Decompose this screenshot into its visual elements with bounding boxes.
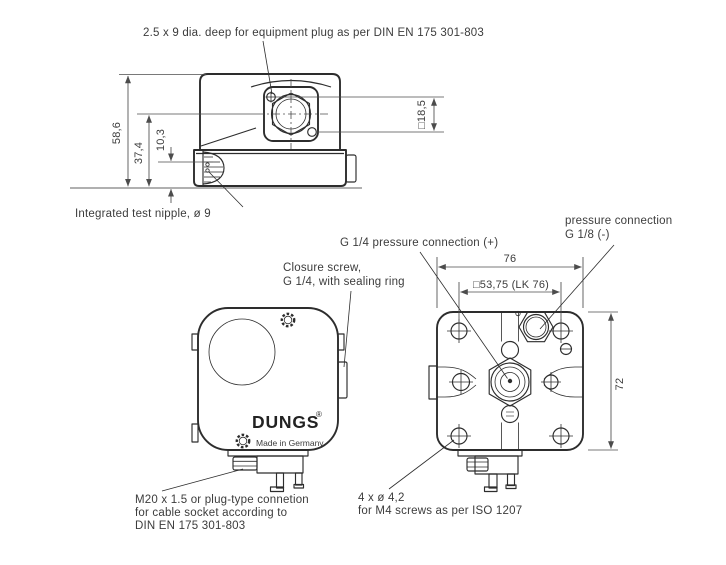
side-view-cover-outline	[199, 73, 341, 151]
side-plug-right	[541, 372, 561, 392]
leader-test-nipple	[208, 171, 244, 208]
side-view	[70, 73, 362, 189]
note-m4-screws-line1: 4 x ø 4,2	[358, 492, 405, 504]
side-view-right-boss	[345, 154, 357, 183]
made-in-germany-text: Made in Germany	[256, 438, 324, 448]
dim-label-10-3: 10,3	[155, 129, 167, 151]
screw-icon-bottom-left	[235, 433, 251, 449]
brand-logo-text: DUNGS	[252, 412, 319, 432]
front-view: DUNGS ® Made in Germany	[191, 307, 348, 493]
dim-label-76: 76	[504, 253, 517, 265]
note-pressure-connection-line1: pressure connection	[565, 215, 672, 227]
note-test-nipple: Integrated test nipple, ø 9	[75, 208, 211, 220]
adjustment-cover-circle	[208, 318, 276, 386]
back-cable-gland	[457, 449, 523, 493]
leader-cable-connection	[161, 468, 244, 492]
milled-recess-pattern	[437, 312, 583, 450]
note-cable-connection-line3: DIN EN 175 301-803	[135, 520, 245, 532]
front-cable-gland	[227, 449, 309, 493]
slotted-screw	[559, 342, 573, 356]
side-plug-left	[449, 370, 473, 394]
leader-equipment-plug	[262, 40, 273, 95]
side-view-body-outline	[193, 149, 347, 187]
leader-closure-screw	[343, 290, 352, 368]
leader-g18-connection	[539, 244, 615, 330]
back-view-dimensions: 76 □53,75 (LK 76) 72	[436, 253, 626, 451]
center-hole-top	[500, 340, 520, 360]
front-left-tab-top	[191, 333, 199, 351]
dim-label-53-75: □53,75 (LK 76)	[473, 279, 549, 291]
note-m4-screws-line2: for M4 screws as per ISO 1207	[358, 505, 522, 517]
closure-screw-side	[337, 361, 348, 399]
test-nipple	[202, 151, 225, 185]
side-view-dimensions: 58,6 37,4 10,3 □18,5	[111, 74, 444, 203]
front-left-tab-bottom	[191, 423, 199, 443]
note-pressure-connection-line2: G 1/8 (-)	[565, 229, 610, 241]
front-right-tab	[337, 333, 345, 351]
dim-label-58-6: 58,6	[111, 122, 123, 144]
leader-g14-connection	[419, 251, 508, 379]
plug-screw-bottom	[307, 127, 317, 137]
dim-label-37-4: 37,4	[133, 142, 145, 164]
note-cable-connection-line1: M20 x 1.5 or plug-type connetion	[135, 494, 309, 506]
leader-m4-screws	[388, 439, 455, 490]
g18-connection	[515, 310, 554, 343]
dim-label-18-5: □18,5	[416, 100, 428, 129]
screw-icon-top-right	[280, 312, 296, 328]
dim-label-72: 72	[614, 378, 626, 391]
note-closure-screw-line2: G 1/4, with sealing ring	[283, 276, 405, 288]
back-left-boss	[428, 365, 438, 400]
note-g14-pressure-connection: G 1/4 pressure connection (+)	[340, 237, 498, 249]
side-view-shoulder-line	[200, 127, 257, 147]
note-closure-screw-line1: Closure screw,	[283, 262, 361, 274]
center-hole-bottom	[500, 404, 520, 424]
back-view	[428, 310, 584, 493]
brand-registered-mark: ®	[316, 410, 322, 419]
note-cable-connection-line2: for cable socket according to	[135, 507, 287, 519]
note-equipment-plug: 2.5 x 9 dia. deep for equipment plug as …	[143, 27, 484, 39]
